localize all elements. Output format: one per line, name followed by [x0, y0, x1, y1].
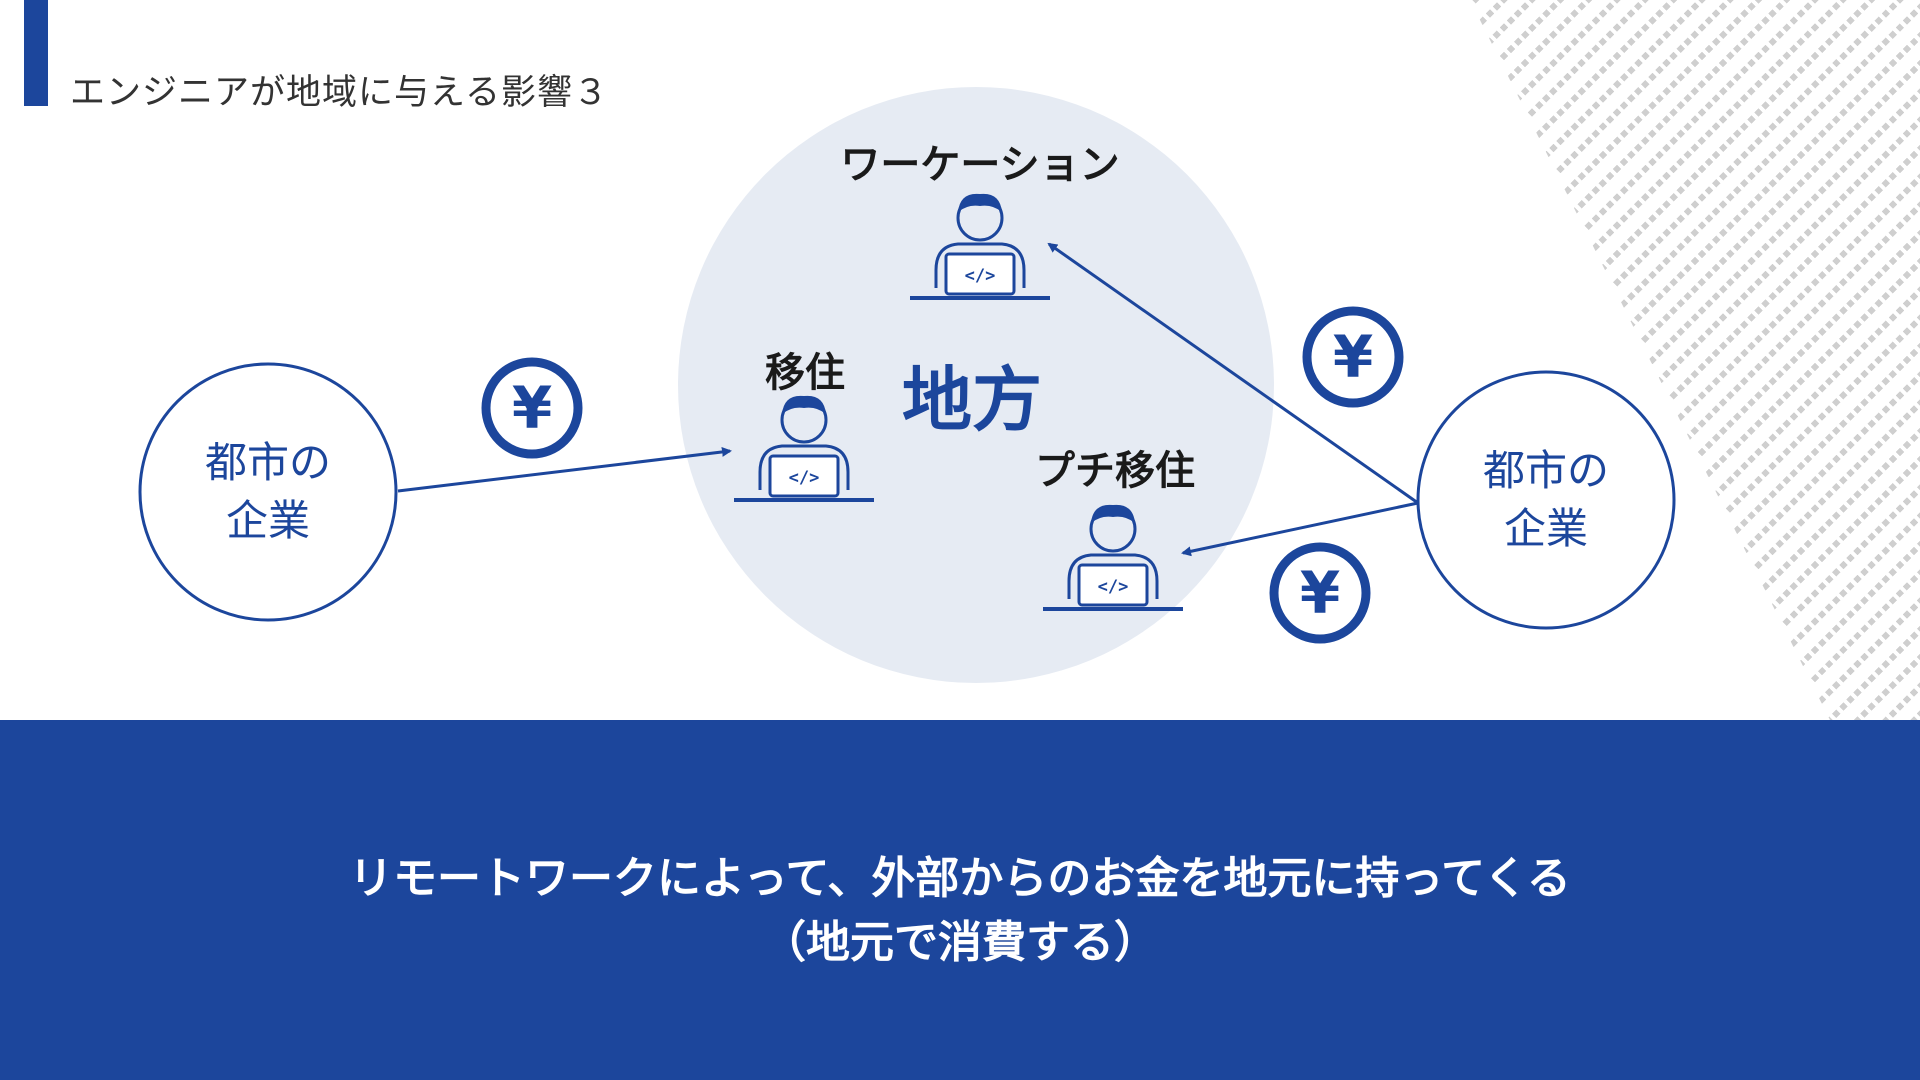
petit-relocation-label: プチ移住	[1035, 448, 1195, 494]
arrow-right-to-workation	[1047, 242, 1419, 505]
company-label-right: 都市の 企業	[1446, 442, 1646, 558]
arrow-right-to-petit-relocation	[1181, 501, 1419, 557]
banner-line-1: リモートワークによって、外部からのお金を地元に持ってくる	[349, 853, 1571, 904]
company-circle-right	[1416, 370, 1676, 630]
svg-text:¥: ¥	[1333, 323, 1373, 391]
title-accent-bar	[24, 0, 48, 106]
yen-coin-icon: ¥	[1307, 311, 1399, 403]
region-label: 地方	[902, 359, 1042, 441]
company-label-line: 都市の	[204, 438, 331, 487]
company-label-line: 企業	[1503, 504, 1588, 553]
company-label-line: 企業	[225, 496, 310, 545]
diagram: </> ¥ ¥ ¥	[138, 87, 1676, 683]
svg-text:¥: ¥	[1300, 559, 1340, 627]
company-label-left: 都市の 企業	[168, 434, 368, 550]
company-label-line: 都市の	[1482, 446, 1609, 495]
page-title: エンジニアが地域に与える影響３	[70, 73, 609, 113]
arrow-left-to-relocation	[397, 446, 732, 493]
region-circle	[678, 87, 1274, 683]
yen-coin-icon: ¥	[486, 362, 578, 454]
banner-line-2: （地元で消費する）	[762, 917, 1158, 968]
company-circle-left	[138, 362, 398, 622]
svg-text:¥: ¥	[512, 374, 552, 442]
yen-coin-icon: ¥	[1274, 547, 1366, 639]
message-banner: リモートワークによって、外部からのお金を地元に持ってくる （地元で消費する）	[0, 720, 1920, 1080]
relocation-label: 移住	[765, 350, 845, 396]
workation-label: ワーケーション	[840, 142, 1120, 188]
